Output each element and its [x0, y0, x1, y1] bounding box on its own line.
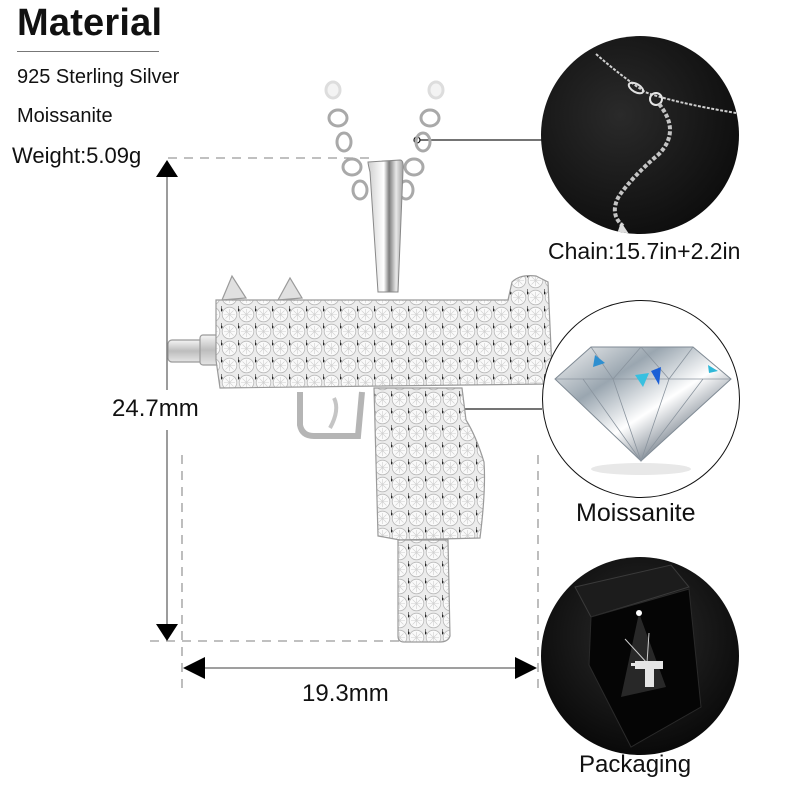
height-dimension-arrow [156, 160, 178, 641]
moissanite-detail-circle [542, 300, 740, 498]
height-label: 24.7mm [110, 395, 201, 423]
width-label: 19.3mm [302, 680, 389, 707]
packaging-label: Packaging [579, 751, 692, 778]
material-title: Material [17, 2, 163, 44]
gemstone-icon [554, 346, 732, 475]
packaging-detail-circle [541, 557, 739, 755]
gun-pendant [167, 274, 553, 643]
pendant-bail [367, 159, 404, 293]
weight-label: Weight:5.09g [12, 143, 142, 168]
material-item-moissanite: Moissanite [17, 105, 113, 127]
moissanite-label: Moissanite [576, 499, 696, 527]
chain-length-label: Chain:15.7in+2.2in [548, 238, 741, 264]
gift-box-icon [574, 564, 702, 748]
chain-detail-circle [541, 36, 739, 234]
chain-extender-icon [595, 53, 737, 234]
width-dimension-arrow [183, 657, 537, 679]
necklace-chain [324, 80, 445, 201]
material-item-silver: 925 Sterling Silver [17, 66, 180, 88]
title-divider [17, 51, 159, 52]
